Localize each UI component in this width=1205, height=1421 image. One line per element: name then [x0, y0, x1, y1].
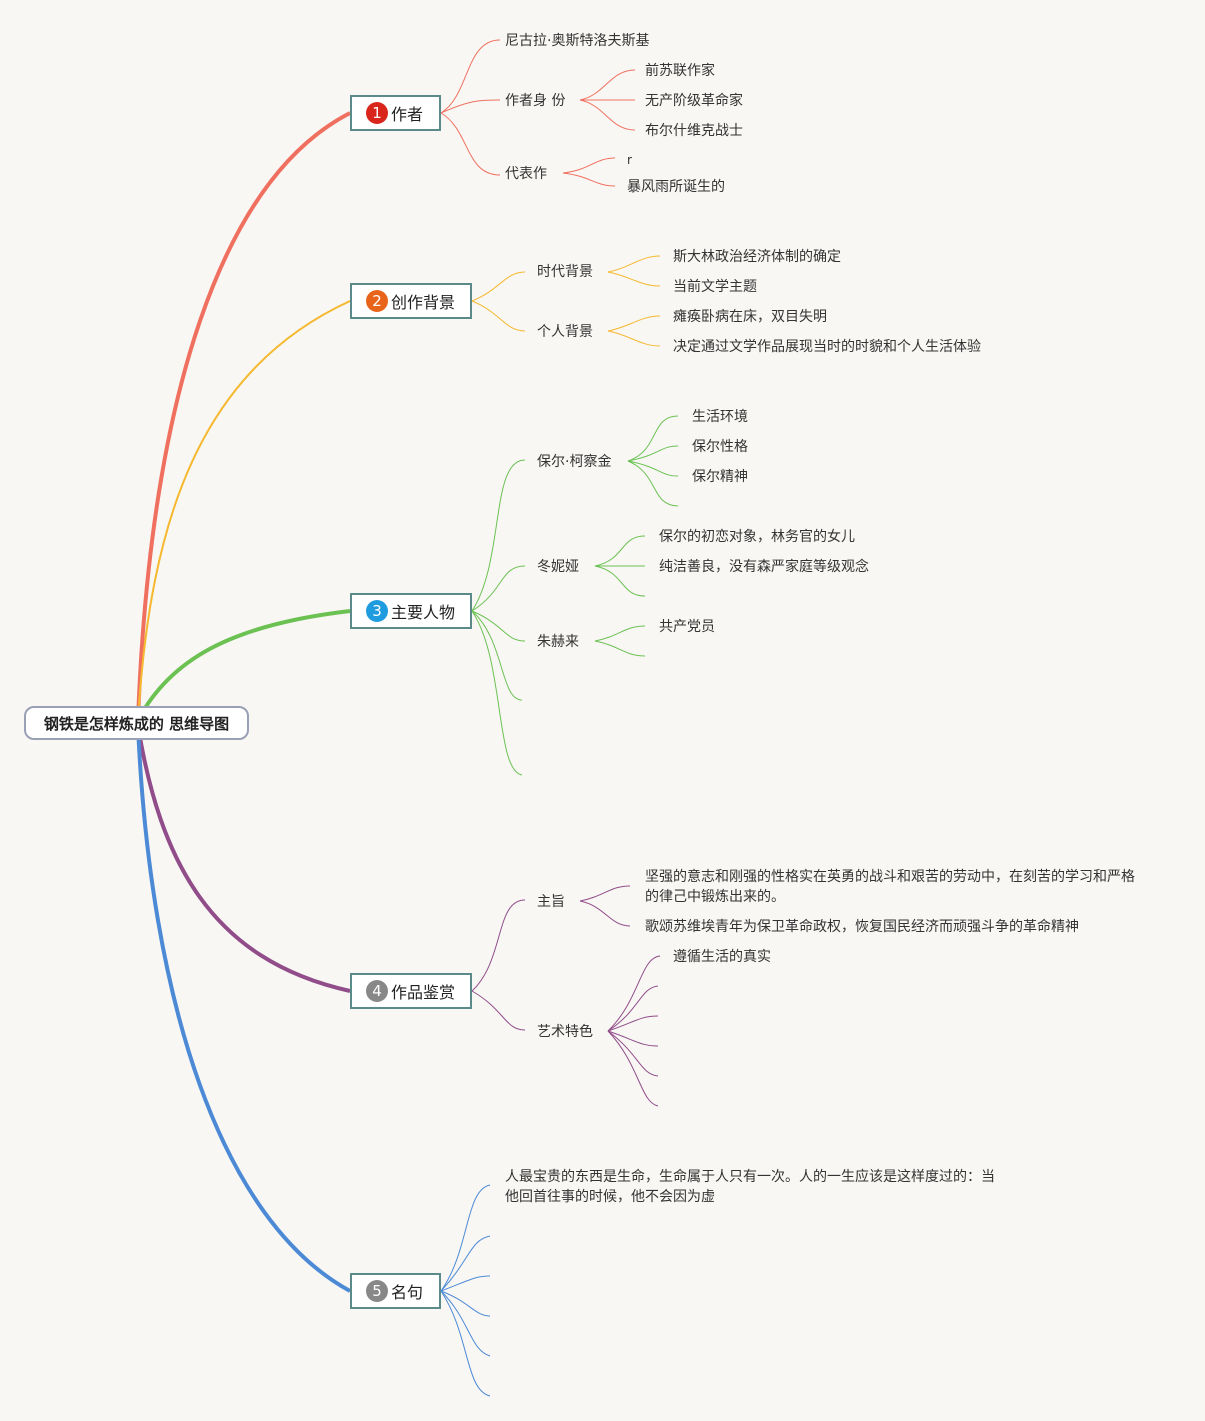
number-badge: 1 — [366, 102, 388, 124]
node-work[interactable]: r — [627, 153, 632, 167]
node-art-features[interactable]: 艺术特色 — [537, 1024, 593, 1040]
node-theme-detail[interactable]: 歌颂苏维埃青年为保卫革命政权，恢复国民经济而顽强斗争的革命精神 — [645, 919, 1079, 935]
branch-label: 创作背景 — [391, 293, 456, 312]
connector-appreciation — [136, 725, 351, 993]
node-theme[interactable]: 主旨 — [537, 894, 565, 910]
node-paul-detail[interactable]: 生活环境 — [692, 409, 748, 425]
node-personal[interactable]: 决定通过文学作品展现当时的时貌和个人生活体验 — [673, 339, 981, 355]
number-badge: 5 — [366, 1280, 388, 1302]
root-topic[interactable]: 钢铁是怎样炼成的 思维导图 — [24, 706, 249, 740]
number-badge: 2 — [366, 290, 388, 312]
node-author-name[interactable]: 尼古拉·奥斯特洛夫斯基 — [505, 33, 650, 49]
node-zhuhelai[interactable]: 朱赫来 — [537, 634, 579, 650]
node-paul-detail[interactable]: 保尔性格 — [692, 439, 748, 455]
node-identity[interactable]: 无产阶级革命家 — [645, 93, 743, 109]
node-paul[interactable]: 保尔·柯察金 — [537, 454, 612, 470]
node-personal[interactable]: 瘫痪卧病在床，双目失明 — [673, 309, 827, 325]
node-art-detail[interactable]: 遵循生活的真实 — [673, 949, 771, 965]
node-era-background[interactable]: 时代背景 — [537, 264, 593, 280]
number-badge: 3 — [366, 600, 388, 622]
node-tonya[interactable]: 冬妮娅 — [537, 559, 579, 575]
node-author-identity[interactable]: 作者身 份 — [505, 93, 566, 109]
node-era[interactable]: 当前文学主题 — [673, 279, 757, 295]
branch-label: 主要人物 — [391, 603, 456, 622]
node-quote[interactable]: 人最宝贵的东西是生命，生命属于人只有一次。人的一生应该是这样度过的：当他回首往事… — [505, 1169, 995, 1205]
node-personal-background[interactable]: 个人背景 — [537, 324, 593, 340]
node-era[interactable]: 斯大林政治经济体制的确定 — [673, 249, 841, 265]
node-zhuhelai-detail[interactable]: 共产党员 — [659, 619, 715, 635]
number-badge: 4 — [366, 980, 388, 1002]
branch-label: 作品鉴赏 — [391, 983, 456, 1002]
node-identity[interactable]: 前苏联作家 — [645, 63, 715, 79]
node-paul-detail[interactable]: 保尔精神 — [692, 469, 748, 485]
node-tonya-detail[interactable]: 纯洁善良，没有森严家庭等级观念 — [659, 559, 869, 575]
node-theme-detail[interactable]: 坚强的意志和刚强的性格实在英勇的战斗和艰苦的劳动中，在刻苦的学习和严格的律己中锻… — [645, 869, 1135, 905]
connector-quotes — [136, 725, 351, 1293]
branch-label: 作者 — [391, 105, 424, 124]
node-work[interactable]: 暴风雨所诞生的 — [627, 179, 725, 195]
node-identity[interactable]: 布尔什维克战士 — [645, 123, 743, 139]
branch-label: 名句 — [391, 1283, 424, 1302]
node-author-works[interactable]: 代表作 — [505, 166, 547, 182]
connector-background — [137, 300, 351, 721]
node-tonya-detail[interactable]: 保尔的初恋对象，林务官的女儿 — [659, 529, 855, 545]
connector-characters — [136, 609, 351, 721]
connector-author — [136, 111, 351, 721]
